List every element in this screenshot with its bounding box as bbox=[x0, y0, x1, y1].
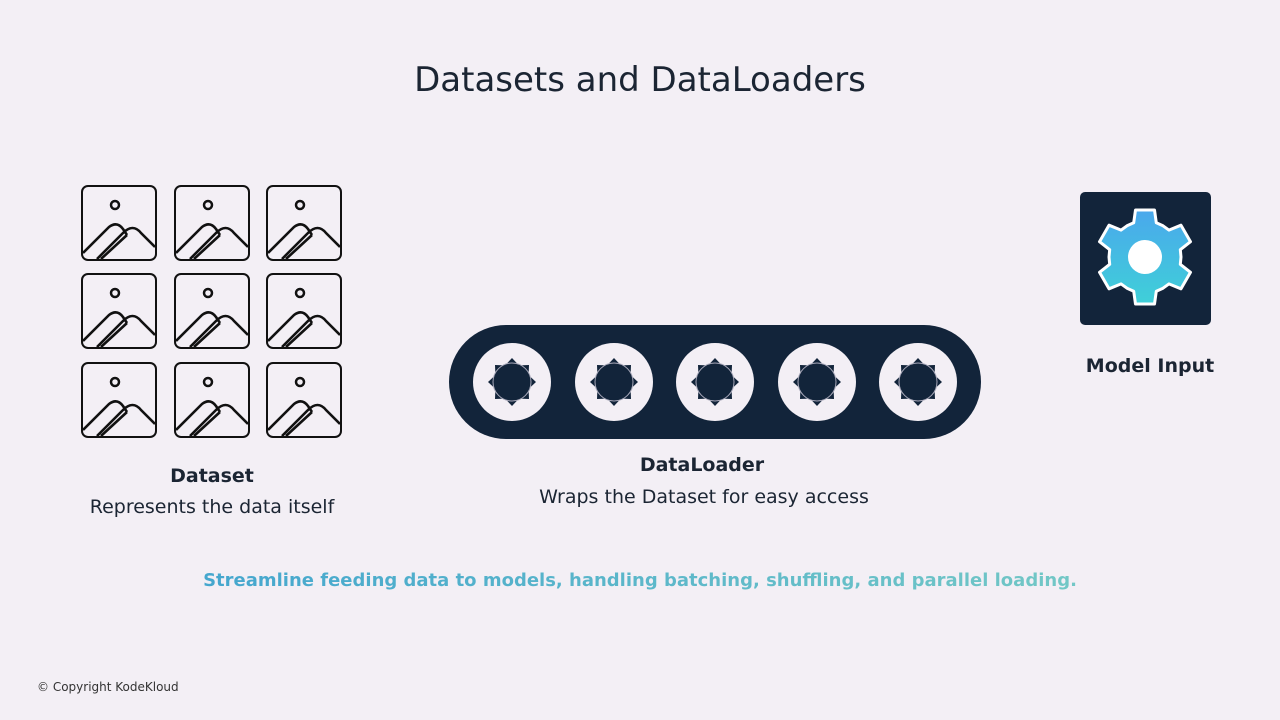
model-input-box bbox=[1080, 192, 1211, 325]
image-icon bbox=[266, 362, 342, 438]
dataloader-description: Wraps the Dataset for easy access bbox=[539, 486, 869, 508]
image-icon bbox=[266, 185, 342, 261]
roller-icon bbox=[473, 343, 551, 421]
dataloader-label: DataLoader bbox=[639, 454, 765, 476]
model-input-label: Model Input bbox=[1085, 355, 1215, 377]
image-icon bbox=[81, 362, 157, 438]
image-icon bbox=[266, 273, 342, 349]
gear-icon bbox=[1098, 208, 1192, 306]
tagline: Streamline feeding data to models, handl… bbox=[0, 570, 1280, 591]
roller-icon bbox=[575, 343, 653, 421]
slide-title: Datasets and DataLoaders bbox=[414, 60, 866, 100]
image-icon bbox=[174, 362, 250, 438]
image-icon bbox=[81, 185, 157, 261]
dataloader-conveyor bbox=[449, 325, 981, 439]
image-icon bbox=[174, 185, 250, 261]
roller-icon bbox=[676, 343, 754, 421]
image-icon bbox=[174, 273, 250, 349]
dataset-label: Dataset bbox=[170, 465, 254, 487]
dataset-description: Represents the data itself bbox=[89, 496, 335, 518]
roller-icon bbox=[879, 343, 957, 421]
copyright: © Copyright KodeKloud bbox=[37, 680, 179, 694]
roller-icon bbox=[778, 343, 856, 421]
image-icon bbox=[81, 273, 157, 349]
